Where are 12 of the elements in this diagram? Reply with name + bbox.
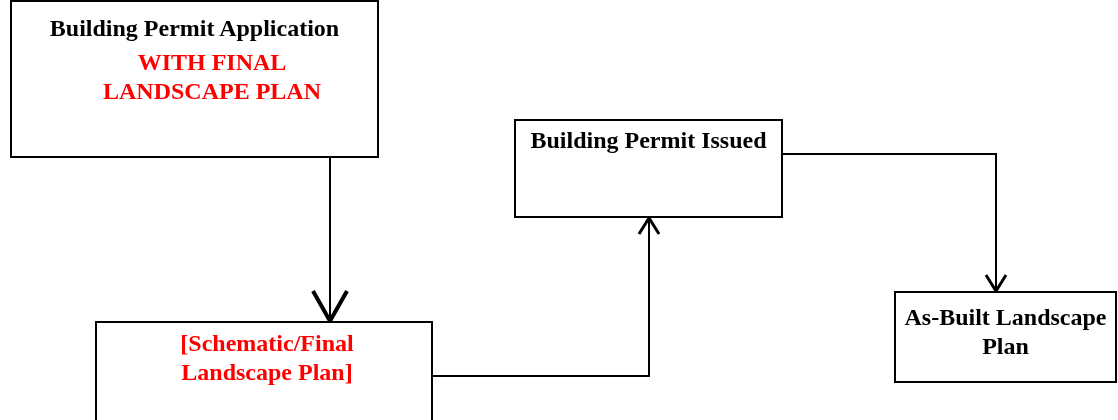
arrow [782,153,1008,293]
process-box [894,291,1117,383]
arrow [432,216,661,377]
arrow [311,157,349,323]
box-label: As-Built Landscape Plan [903,303,1108,361]
box-label: Building Permit Application [48,14,341,43]
box-label: Building Permit Issued [529,126,768,155]
process-box [514,119,783,218]
box-label: WITH FINAL LANDSCAPE PLAN [102,48,322,106]
process-box [10,0,379,158]
process-box [95,321,433,420]
box-label: [Schematic/Final Landscape Plan] [179,329,355,387]
